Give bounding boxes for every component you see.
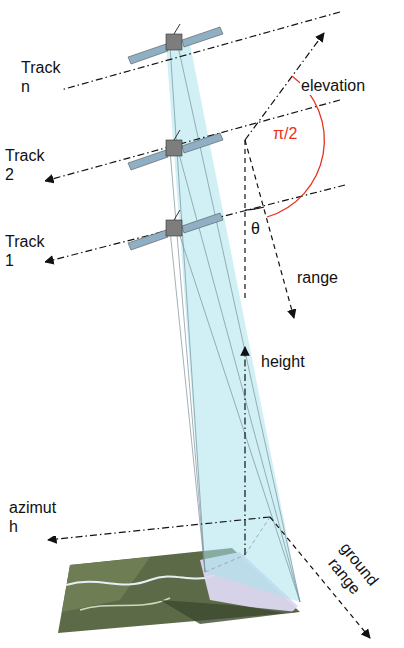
satellites: [128, 24, 223, 250]
axis-label: ground range: [321, 538, 383, 602]
radar-beam: [166, 44, 300, 602]
right-angle-arc: [267, 76, 324, 217]
track-label: Track 2: [4, 146, 45, 184]
track-label: Track n: [20, 58, 61, 96]
axis-label: range: [296, 268, 339, 287]
angle-label: π/2: [272, 124, 298, 143]
angle-label: θ: [250, 219, 261, 238]
footprint-box: [205, 517, 270, 572]
theta-arc: [245, 207, 264, 210]
axis-label: elevation: [300, 76, 366, 95]
axes: [45, 12, 370, 638]
beam-edges: [170, 46, 300, 602]
track-label: Track 1: [4, 232, 45, 270]
axis-label: height: [260, 352, 306, 371]
axis-label: azimut h: [8, 498, 57, 536]
